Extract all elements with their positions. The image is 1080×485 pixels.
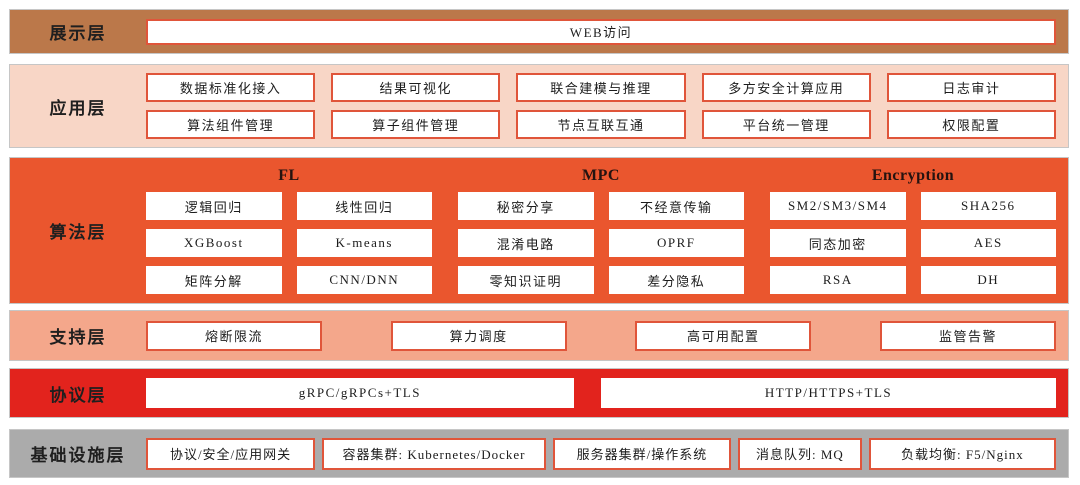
algorithm-box: 零知识证明 bbox=[458, 266, 594, 294]
layer-support: 支持层 熔断限流 算力调度 高可用配置 监管告警 bbox=[9, 310, 1069, 361]
support-box: 监管告警 bbox=[879, 320, 1056, 351]
support-box: 熔断限流 bbox=[146, 320, 322, 351]
algorithm-group-encryption: Encryption SM2/SM3/SM4 SHA256 同态加密 AES R… bbox=[770, 167, 1056, 294]
infra-box: 负载均衡: F5/Nginx bbox=[868, 437, 1057, 470]
algorithm-box: 线性回归 bbox=[296, 192, 432, 220]
algorithm-box: DH bbox=[920, 266, 1056, 294]
algorithm-group-header: MPC bbox=[582, 167, 620, 184]
protocol-box: HTTP/HTTPS+TLS bbox=[601, 378, 1056, 408]
algorithm-box: 混淆电路 bbox=[458, 229, 594, 257]
layer-label-algorithm: 算法层 bbox=[49, 223, 107, 242]
algorithm-box: 同态加密 bbox=[770, 229, 906, 257]
algorithm-box: 不经意传输 bbox=[608, 192, 744, 220]
algorithm-box: OPRF bbox=[608, 229, 744, 257]
app-layer-box: 联合建模与推理 bbox=[516, 73, 686, 102]
layer-algorithm-content: FL 逻辑回归 线性回归 XGBoost K-means 矩阵分解 CNN/DN… bbox=[146, 167, 1068, 294]
app-layer-box: 算法组件管理 bbox=[146, 110, 316, 139]
layer-infrastructure: 基础设施层 协议/安全/应用网关 容器集群: Kubernetes/Docker… bbox=[9, 429, 1069, 478]
layer-protocol: 协议层 gRPC/gRPCs+TLS HTTP/HTTPS+TLS bbox=[9, 368, 1069, 418]
infra-box: 协议/安全/应用网关 bbox=[146, 437, 316, 470]
algorithm-group-grid: 逻辑回归 线性回归 XGBoost K-means 矩阵分解 CNN/DNN bbox=[146, 192, 432, 294]
app-layer-box: 权限配置 bbox=[886, 110, 1056, 139]
app-layer-box: 多方安全计算应用 bbox=[701, 73, 871, 102]
algorithm-group-fl: FL 逻辑回归 线性回归 XGBoost K-means 矩阵分解 CNN/DN… bbox=[146, 167, 432, 294]
layer-label-infrastructure: 基础设施层 bbox=[30, 446, 126, 465]
algorithm-group-mpc: MPC 秘密分享 不经意传输 混淆电路 OPRF 零知识证明 差分隐私 bbox=[458, 167, 744, 294]
app-layer-box: 结果可视化 bbox=[331, 73, 501, 102]
layer-label-application: 应用层 bbox=[49, 98, 107, 118]
support-box: 算力调度 bbox=[390, 320, 567, 351]
infra-box: 服务器集群/操作系统 bbox=[552, 437, 732, 470]
box-web-access: WEB访问 bbox=[146, 18, 1056, 45]
layer-display: 展示层 WEB访问 bbox=[9, 9, 1069, 54]
app-layer-box: 平台统一管理 bbox=[701, 110, 871, 139]
algorithm-box: XGBoost bbox=[146, 229, 282, 257]
layer-infrastructure-content: 协议/安全/应用网关 容器集群: Kubernetes/Docker 服务器集群… bbox=[146, 437, 1068, 470]
app-layer-box: 算子组件管理 bbox=[331, 110, 501, 139]
algorithm-box: RSA bbox=[770, 266, 906, 294]
algorithm-group-grid: SM2/SM3/SM4 SHA256 同态加密 AES RSA DH bbox=[770, 192, 1056, 294]
algorithm-group-grid: 秘密分享 不经意传输 混淆电路 OPRF 零知识证明 差分隐私 bbox=[458, 192, 744, 294]
algorithm-box: SM2/SM3/SM4 bbox=[770, 192, 906, 220]
algorithm-group-header: FL bbox=[278, 167, 300, 184]
algorithm-box: K-means bbox=[296, 229, 432, 257]
layer-display-content: WEB访问 bbox=[146, 18, 1068, 45]
app-layer-box: 节点互联互通 bbox=[516, 110, 686, 139]
algorithm-box: SHA256 bbox=[920, 192, 1056, 220]
algorithm-box: AES bbox=[920, 229, 1056, 257]
algorithm-box: CNN/DNN bbox=[296, 266, 432, 294]
layer-application-content: 数据标准化接入 结果可视化 联合建模与推理 多方安全计算应用 日志审计 算法组件… bbox=[146, 73, 1068, 139]
algorithm-box: 矩阵分解 bbox=[146, 266, 282, 294]
app-layer-box: 数据标准化接入 bbox=[146, 73, 316, 102]
algorithm-box: 逻辑回归 bbox=[146, 192, 282, 220]
layer-label-display: 展示层 bbox=[49, 24, 107, 43]
layer-algorithm: 算法层 FL 逻辑回归 线性回归 XGBoost K-means 矩阵分解 CN… bbox=[9, 157, 1069, 304]
support-box: 高可用配置 bbox=[635, 320, 812, 351]
app-layer-box: 日志审计 bbox=[886, 73, 1056, 102]
layer-protocol-content: gRPC/gRPCs+TLS HTTP/HTTPS+TLS bbox=[146, 378, 1068, 408]
algorithm-box: 差分隐私 bbox=[608, 266, 744, 294]
layer-application: 应用层 数据标准化接入 结果可视化 联合建模与推理 多方安全计算应用 日志审计 … bbox=[9, 64, 1069, 148]
layer-label-protocol: 协议层 bbox=[49, 385, 107, 405]
infra-box: 容器集群: Kubernetes/Docker bbox=[322, 437, 546, 470]
algorithm-box: 秘密分享 bbox=[458, 192, 594, 220]
algorithm-group-header: Encryption bbox=[871, 167, 955, 184]
layer-label-support: 支持层 bbox=[49, 328, 107, 347]
infra-box: 消息队列: MQ bbox=[738, 437, 862, 470]
protocol-box: gRPC/gRPCs+TLS bbox=[146, 378, 574, 408]
layer-support-content: 熔断限流 算力调度 高可用配置 监管告警 bbox=[146, 320, 1068, 351]
